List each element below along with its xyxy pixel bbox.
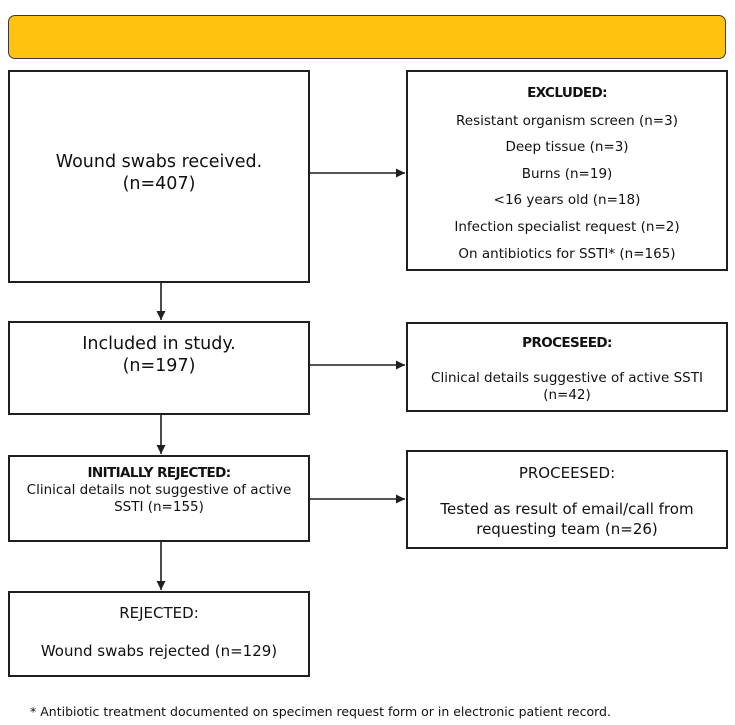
received-label: Wound swabs received.: [55, 152, 263, 172]
rejected-heading: REJECTED:: [119, 604, 199, 622]
footnote: * Antibiotic treatment documented on spe…: [30, 704, 611, 719]
initially-rejected-detail: Clinical details not suggestive of activ…: [26, 482, 292, 498]
received-count: (n=407): [122, 174, 196, 194]
included-label: Included in study.: [82, 334, 236, 354]
initially-rejected-count: SSTI (n=155): [114, 499, 204, 515]
excluded-item: Burns (n=19): [521, 165, 613, 182]
included-count: (n=197): [122, 356, 196, 376]
box-excluded: EXCLUDED: Resistant organism screen (n=3…: [406, 70, 728, 271]
box-proceseed: PROCESEED: Clinical details suggestive o…: [406, 322, 728, 412]
excluded-item: Resistant organism screen (n=3): [456, 112, 678, 129]
rejected-detail: Wound swabs rejected (n=129): [40, 642, 278, 660]
box-rejected: REJECTED: Wound swabs rejected (n=129): [8, 591, 310, 677]
proceesed-count: requesting team (n=26): [476, 520, 658, 538]
excluded-heading: EXCLUDED:: [527, 85, 607, 101]
initially-rejected-heading: INITIALLY REJECTED:: [87, 465, 231, 481]
proceseed-count: (n=42): [543, 387, 591, 403]
proceseed-heading: PROCESEED:: [522, 335, 612, 351]
box-proceesed: PROCEESED: Tested as result of email/cal…: [406, 450, 728, 549]
excluded-item: <16 years old (n=18): [493, 192, 641, 209]
excluded-item: Infection specialist request (n=2): [454, 218, 680, 235]
excluded-item: Deep tissue (n=3): [505, 139, 629, 156]
header-banner: [8, 15, 726, 59]
box-swabs-received: Wound swabs received. (n=407): [8, 70, 310, 283]
proceseed-detail: Clinical details suggestive of active SS…: [431, 370, 703, 386]
excluded-item: On antibiotics for SSTI* (n=165): [458, 245, 676, 262]
box-included-in-study: Included in study. (n=197): [8, 321, 310, 415]
box-initially-rejected: INITIALLY REJECTED: Clinical details not…: [8, 455, 310, 542]
proceesed-detail: Tested as result of email/call from: [440, 500, 694, 518]
proceesed-heading: PROCEESED:: [518, 464, 616, 482]
